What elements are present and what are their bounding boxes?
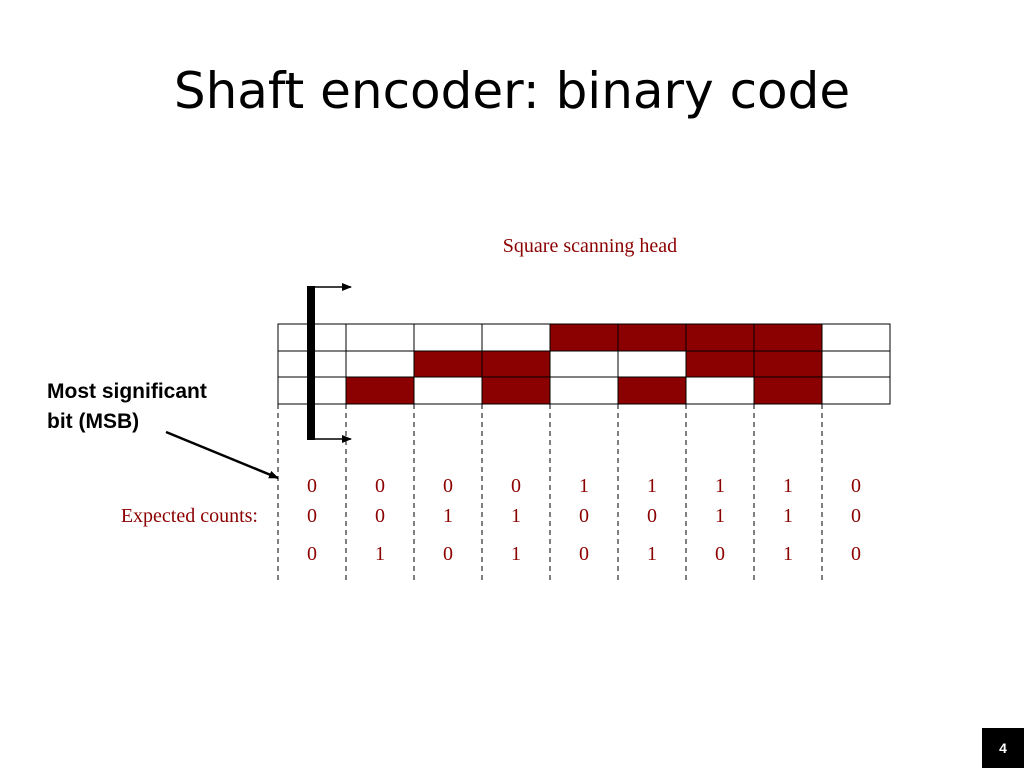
- scanning-head-label: Square scanning head: [503, 235, 677, 257]
- count-digit: 1: [579, 475, 589, 497]
- track-cell-r2-c6: [617, 350, 687, 378]
- count-digit: 0: [851, 505, 861, 527]
- scanning-head-bar: [307, 286, 315, 440]
- track-cell-r1-c2: [345, 323, 415, 352]
- track-cell-r2-c4: [481, 350, 551, 378]
- track-cell-r1-c8: [753, 323, 823, 352]
- count-digit: 1: [375, 543, 385, 565]
- count-digit: 0: [375, 475, 385, 497]
- count-digit: 1: [783, 475, 793, 497]
- track-cell-r3-c6: [617, 376, 687, 405]
- count-digit: 0: [307, 475, 317, 497]
- track-cell-r1-c5: [549, 323, 619, 352]
- count-digit: 1: [715, 475, 725, 497]
- count-digit: 1: [783, 543, 793, 565]
- track-cell-r1-c7: [685, 323, 755, 352]
- track-cell-r3-c3: [413, 376, 483, 405]
- count-digit: 0: [307, 543, 317, 565]
- count-digit: 0: [715, 543, 725, 565]
- encoder-track: [277, 323, 891, 405]
- track-cell-r1-c4: [481, 323, 551, 352]
- track-cell-r2-c7: [685, 350, 755, 378]
- msb-label-line2: bit (MSB): [47, 410, 140, 433]
- track-cell-r1-c3: [413, 323, 483, 352]
- column-dividers: [277, 404, 823, 580]
- count-digit: 1: [783, 505, 793, 527]
- track-cell-r2-c2: [345, 350, 415, 378]
- count-digit: 0: [851, 475, 861, 497]
- track-cell-r1-c6: [617, 323, 687, 352]
- expected-counts-grid: 0 0 0 0 1 1 1 1 0 0 0 1 1 0 0 1 1 0 0 1 0 1 0 1 0 1 0: [307, 475, 861, 565]
- count-digit: 1: [715, 505, 725, 527]
- track-cell-r3-c5: [549, 376, 619, 405]
- count-digit: 1: [511, 505, 521, 527]
- track-cell-r3-c2: [345, 376, 415, 405]
- count-digit: 0: [579, 505, 589, 527]
- track-cell-r2-c8: [753, 350, 823, 378]
- track-cell-r3-c7: [685, 376, 755, 405]
- track-cell-r2-c5: [549, 350, 619, 378]
- count-digit: 1: [647, 475, 657, 497]
- count-digit: 1: [647, 543, 657, 565]
- count-digit: 0: [443, 543, 453, 565]
- count-digit: 1: [443, 505, 453, 527]
- track-cell-r2-c9: [821, 350, 891, 378]
- count-digit: 0: [851, 543, 861, 565]
- msb-label-line1: Most significant: [47, 380, 207, 403]
- track-cell-r3-c4: [481, 376, 551, 405]
- page-number: 4: [982, 728, 1024, 768]
- track-cell-r3-c9: [821, 376, 891, 405]
- count-digit: 0: [511, 475, 521, 497]
- expected-counts-label: Expected counts:: [121, 505, 258, 527]
- msb-label: Most significant bit (MSB): [47, 377, 207, 437]
- slide-title: Shaft encoder: binary code: [173, 62, 851, 120]
- track-cell-r1-c9: [821, 323, 891, 352]
- count-digit: 0: [579, 543, 589, 565]
- count-digit: 0: [375, 505, 385, 527]
- count-digit: 0: [443, 475, 453, 497]
- track-cell-r2-c3: [413, 350, 483, 378]
- msb-pointer-arrow: [165, 430, 279, 480]
- count-digit: 0: [647, 505, 657, 527]
- count-digit: 1: [511, 543, 521, 565]
- count-digit: 0: [307, 505, 317, 527]
- track-cell-r3-c8: [753, 376, 823, 405]
